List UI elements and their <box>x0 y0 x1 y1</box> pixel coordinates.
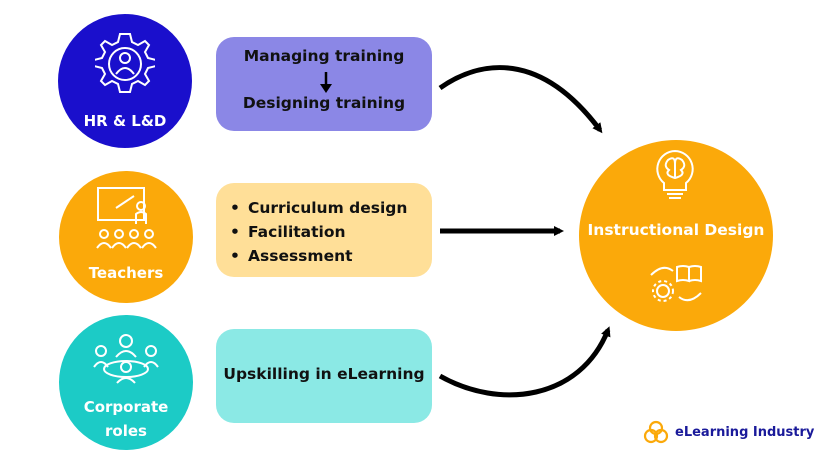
hr-box-line1: Managing training <box>243 47 405 65</box>
corporate-label-line2: roles <box>105 422 147 440</box>
brand-knot-icon <box>643 420 669 444</box>
list-item: Facilitation <box>230 220 407 244</box>
teachers-task-list: Curriculum design Facilitation Assessmen… <box>230 196 407 268</box>
instructional-design-label: Instructional Design <box>587 221 765 239</box>
corporate-label-line1: Corporate <box>83 398 169 416</box>
hr-label: HR & L&D <box>83 112 167 130</box>
instructional-design-circle: Instructional Design <box>579 140 773 331</box>
teachers-task-box: Curriculum design Facilitation Assessmen… <box>216 183 432 277</box>
teachers-label: Teachers <box>88 264 164 282</box>
list-item: Curriculum design <box>230 196 407 220</box>
teachers-circle: Teachers <box>59 171 193 303</box>
corporate-circle: Corporate roles <box>59 315 193 450</box>
list-item: Assessment <box>230 244 407 268</box>
hands-book-gear-icon <box>650 265 702 302</box>
down-arrow-icon <box>320 72 332 93</box>
corporate-task-box: Upskilling in eLearning <box>216 329 432 423</box>
brain-bulb-icon <box>656 149 694 199</box>
arrow-hr-to-id <box>438 65 603 134</box>
gear-person-icon <box>95 33 155 93</box>
teacher-board-icon <box>96 187 157 249</box>
hr-task-box: Managing training Designing training <box>216 37 432 131</box>
corporate-box-text: Upskilling in eLearning <box>223 365 425 383</box>
arrow-corp-to-id <box>438 326 611 398</box>
hr-box-line2: Designing training <box>242 94 406 112</box>
meeting-icon <box>93 334 159 384</box>
brand-logo: eLearning Industry <box>643 420 814 444</box>
brand-name: eLearning Industry <box>675 424 815 440</box>
hr-circle: HR & L&D <box>58 14 192 148</box>
